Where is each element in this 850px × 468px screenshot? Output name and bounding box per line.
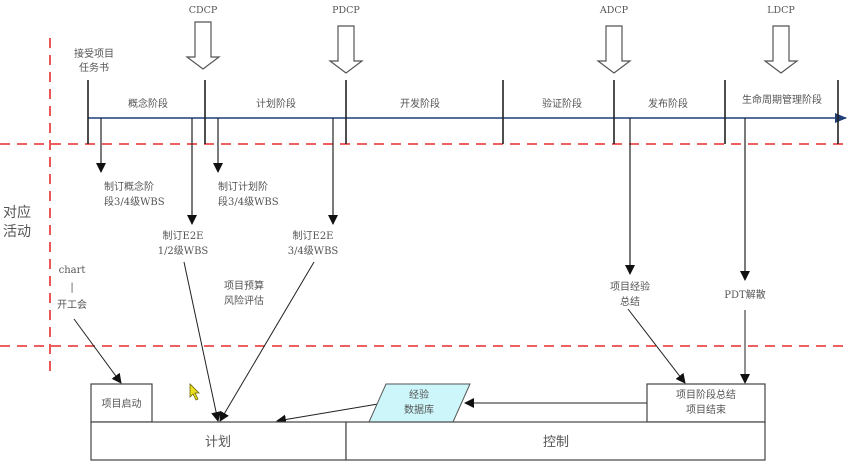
arrow-lessons-to-summary xyxy=(627,308,686,384)
side-label-line-2: 活动 xyxy=(3,224,31,240)
activity-e2e-34-line-2: 3/4级WBS xyxy=(288,245,339,257)
box-start-label: 项目启动 xyxy=(102,397,142,410)
box-plan-label: 计划 xyxy=(205,435,231,450)
activity-e2e-34-line-1: 制订E2E xyxy=(293,229,334,242)
box-summary-line-1: 项目阶段总结 xyxy=(676,388,736,401)
arrow-kickoff-to-start xyxy=(73,318,122,384)
dividers xyxy=(0,38,850,374)
gate-arrow-icon xyxy=(328,25,364,74)
activity-e2e-12-line-1: 制订E2E xyxy=(163,229,204,242)
activity-budget-risk-line-2: 风险评估 xyxy=(224,294,264,307)
activity-arrows xyxy=(96,118,750,281)
arrow-database-to-plan xyxy=(276,403,379,425)
gate-arrow-icon xyxy=(185,21,221,70)
gate-adcp[interactable]: ADCP xyxy=(596,5,632,74)
phase-label-plan: 计划阶段 xyxy=(256,97,296,110)
phase-label-verify: 验证阶段 xyxy=(542,97,582,110)
gate-label-cdcp: CDCP xyxy=(189,5,218,16)
activity-pdt-dissolve: PDT解散 xyxy=(724,288,765,301)
phase-label-lifecycle: 生命周期管理阶段 xyxy=(742,93,822,106)
activity-budget-risk-line-1: 项目预算 xyxy=(224,279,264,292)
box-control[interactable]: 控制 xyxy=(345,421,766,461)
phase-label-concept: 概念阶段 xyxy=(128,97,168,110)
gate-cdcp[interactable]: CDCP xyxy=(185,5,221,70)
phase-label-develop: 开发阶段 xyxy=(400,97,440,110)
activity-plan-wbs-line-2: 段3/4级WBS xyxy=(218,195,279,208)
gates: CDCP PDCP ADCP LDCP xyxy=(185,5,799,74)
activity-kickoff-line-3: 开工会 xyxy=(57,298,87,311)
box-database[interactable]: 经验 数据库 xyxy=(368,383,471,423)
arrow-e2e34-to-plan xyxy=(219,261,315,422)
activity-concept-wbs-line-1: 制订概念阶 xyxy=(104,180,154,193)
box-database-line-1: 经验 xyxy=(409,388,429,401)
activity-e2e-12-line-2: 1/2级WBS xyxy=(158,245,209,257)
box-plan[interactable]: 计划 xyxy=(90,421,347,461)
box-summary[interactable]: 项目阶段总结 项目结束 xyxy=(646,383,766,423)
activity-concept-wbs-line-2: 段3/4级WBS xyxy=(104,195,165,208)
box-control-label: 控制 xyxy=(543,435,569,450)
box-start-frame xyxy=(90,383,153,423)
activity-kickoff-line-2: | xyxy=(70,282,73,293)
arrow-e2e12-to-plan xyxy=(183,261,222,422)
gate-ldcp[interactable]: LDCP xyxy=(763,5,799,74)
gate-arrow-icon xyxy=(596,25,632,74)
box-summary-line-2: 项目结束 xyxy=(686,403,726,416)
activity-lessons-line-1: 项目经验 xyxy=(610,280,650,293)
side-label-line-1: 对应 xyxy=(3,204,31,221)
box-control-frame xyxy=(345,421,766,461)
gate-label-pdcp: PDCP xyxy=(332,5,360,16)
gate-pdcp[interactable]: PDCP xyxy=(328,5,364,74)
phase-label-release: 发布阶段 xyxy=(648,97,688,110)
gate-label-adcp: ADCP xyxy=(599,5,629,16)
gate-label-ldcp: LDCP xyxy=(767,5,795,16)
box-database-line-2: 数据库 xyxy=(404,403,434,416)
box-summary-frame xyxy=(646,383,766,423)
gate-arrow-icon xyxy=(763,25,799,74)
mouse-cursor-icon xyxy=(189,383,200,401)
start-label-line-1: 接受项目 xyxy=(74,47,114,60)
activity-kickoff-line-1: chart xyxy=(59,265,86,276)
box-start[interactable]: 项目启动 xyxy=(90,383,153,423)
timeline xyxy=(87,80,847,144)
connector-arrows xyxy=(73,261,750,425)
activity-plan-wbs-line-1: 制订计划阶 xyxy=(218,180,268,193)
start-label-line-2: 任务书 xyxy=(79,61,109,74)
activity-lessons-line-2: 总结 xyxy=(620,295,640,308)
